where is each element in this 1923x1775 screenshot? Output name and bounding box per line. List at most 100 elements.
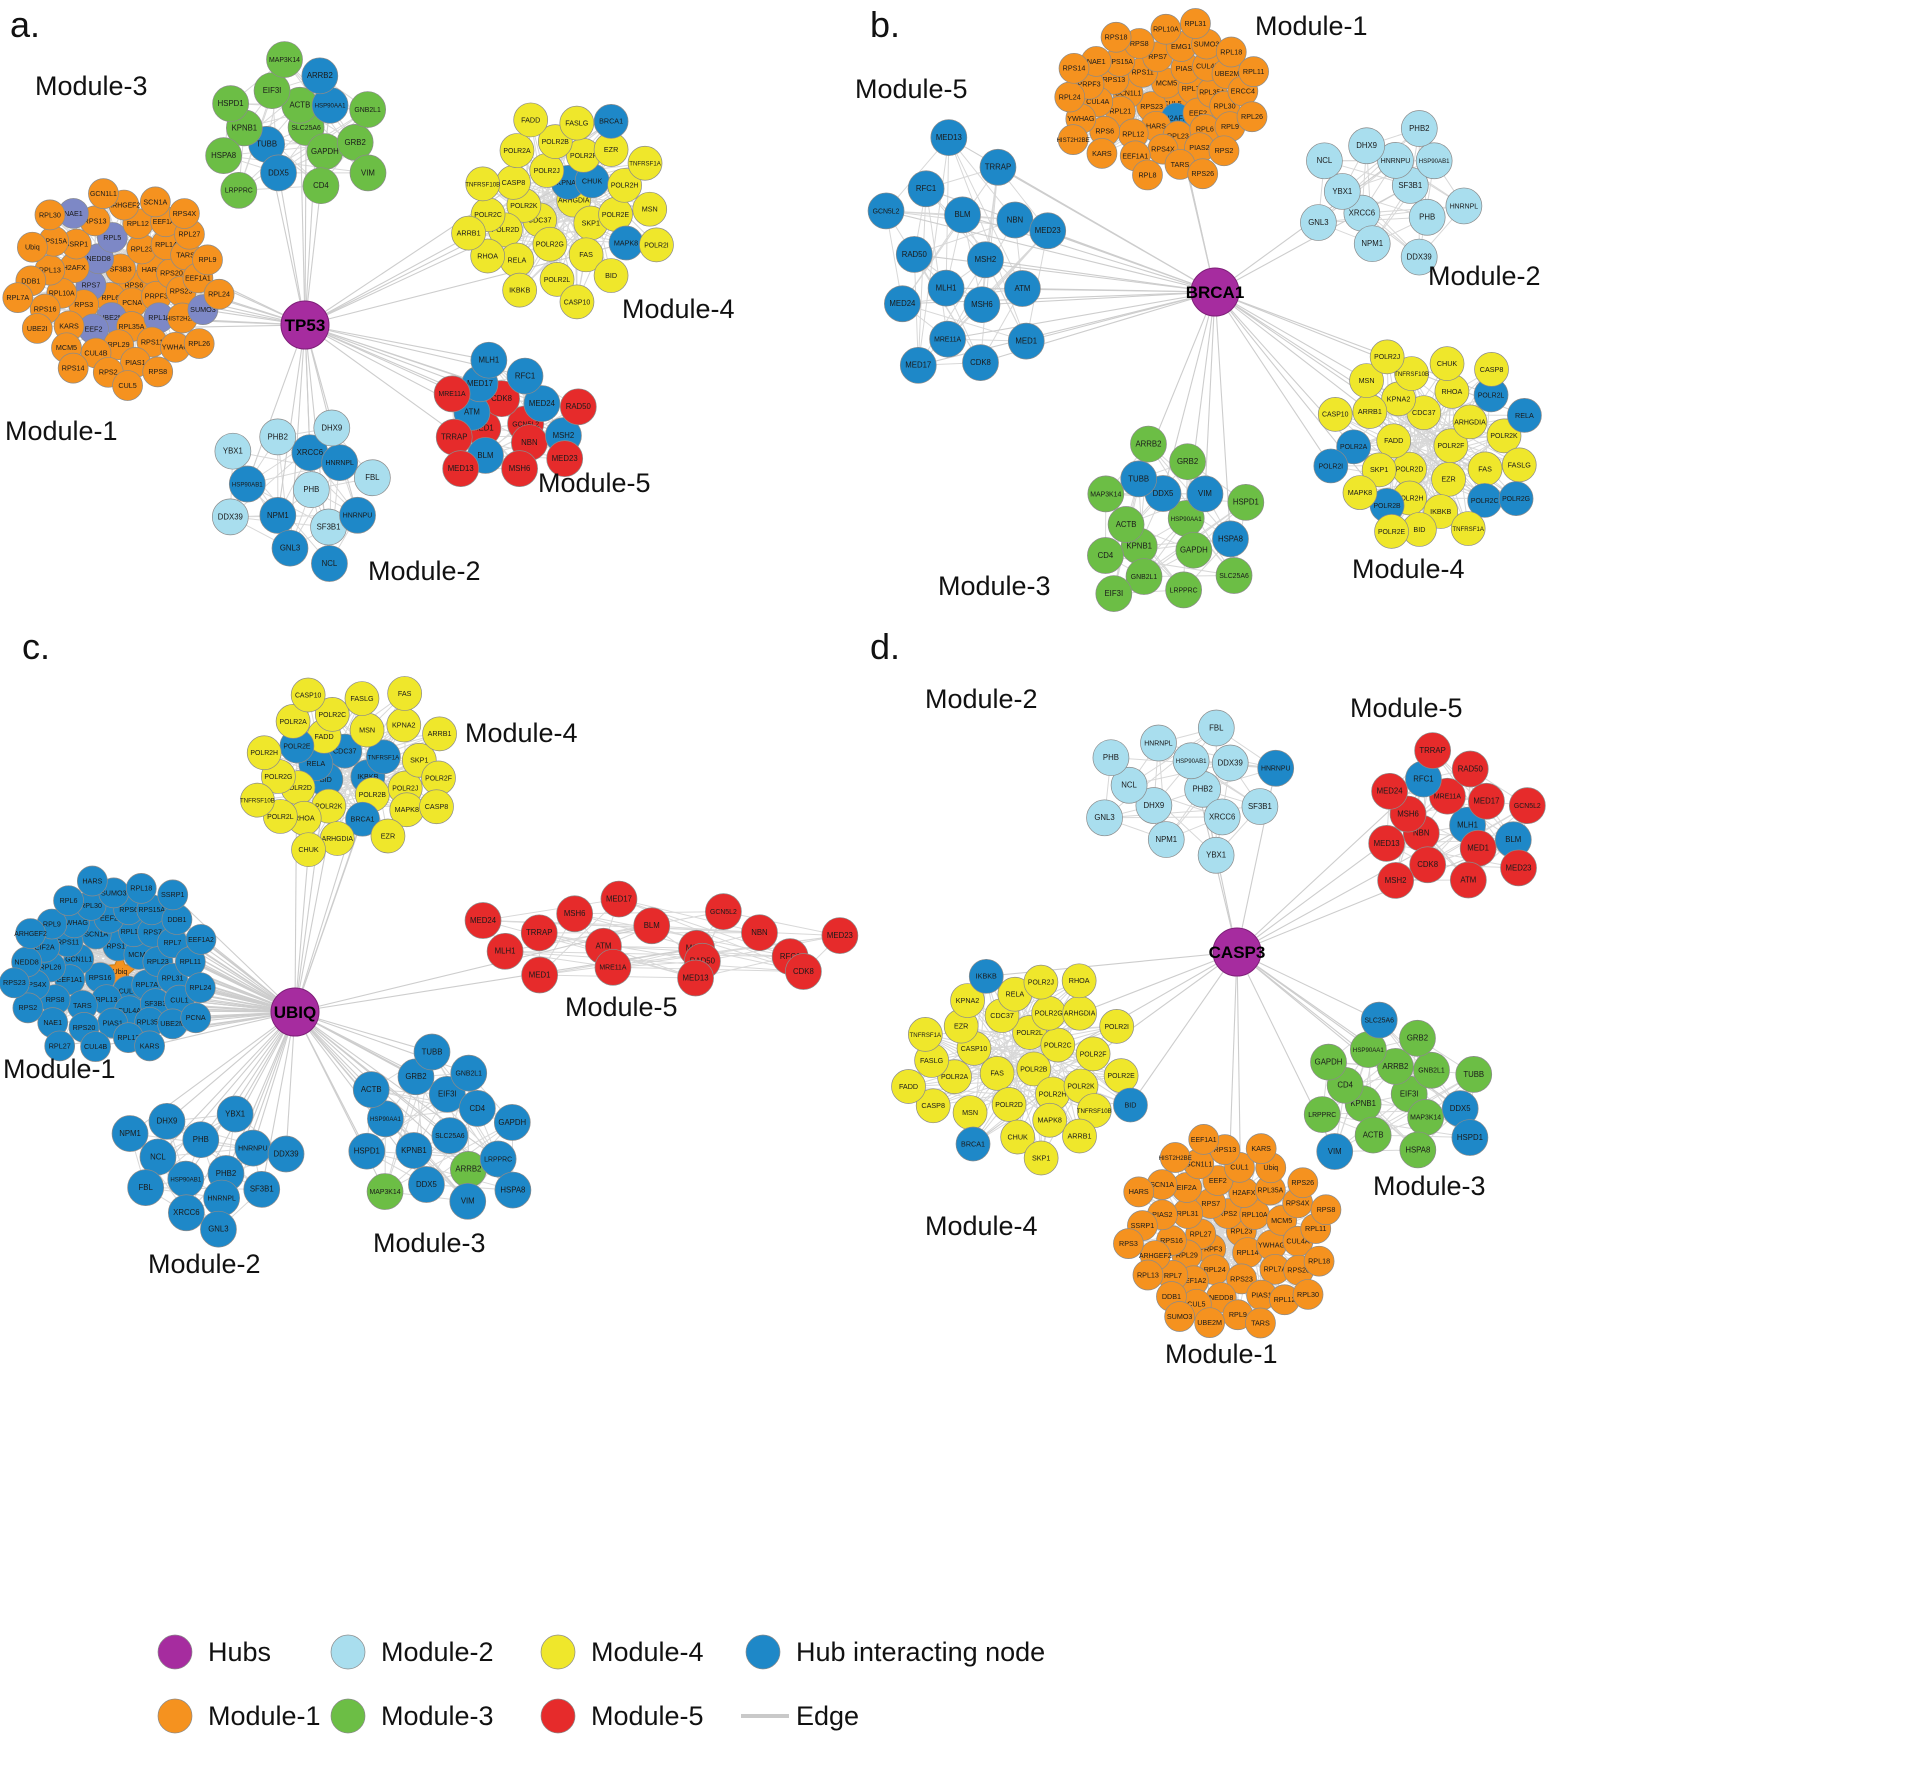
node-label: PIAS1 — [102, 1018, 122, 1027]
panel-d-module-1: RPL23PRPF3RPS2RPL14RPL27RPL10ARPL24RPS7Y… — [1113, 1124, 1342, 1339]
node-RAD50 — [559, 388, 597, 426]
node-label: SKP1 — [1370, 465, 1388, 474]
hub-label: CASP3 — [1209, 943, 1266, 962]
node-label: UBE2M — [1197, 1318, 1222, 1327]
node-label: ARRB2 — [307, 71, 333, 80]
node-HSPA8 — [494, 1171, 532, 1209]
node-label: GAPDH — [311, 147, 339, 156]
node-label: TARS — [1171, 160, 1190, 169]
edge — [948, 137, 1027, 342]
node-label: RPS13 — [106, 941, 129, 950]
nodes: PHB2DHX9HSP90AB1XRCC6NCLDDX39NPM1HNRNPLS… — [891, 709, 1546, 1339]
node-PHB — [1408, 198, 1446, 236]
node-label: DDX39 — [218, 512, 243, 521]
node-RPS8 — [1310, 1194, 1342, 1226]
node-label: H2AFX — [1232, 1188, 1255, 1197]
node-label: GAPDH — [498, 1118, 526, 1127]
node-label: RPL7 — [163, 938, 181, 947]
node-label: RPL9 — [1229, 1310, 1247, 1319]
node-RPL6 — [53, 885, 84, 917]
module-label-module-2: Module-2 — [925, 684, 1038, 714]
node-label: LRPPRC — [225, 188, 253, 195]
node-label: GNB2L1 — [1418, 1068, 1445, 1075]
node-label: GNB2L1 — [354, 107, 381, 114]
node-label: RPL13 — [39, 266, 61, 275]
edge — [1322, 1114, 1470, 1139]
edge — [166, 1120, 263, 1190]
node-label: CDK8 — [491, 394, 512, 403]
node-MSH6 — [501, 450, 538, 487]
node-label: RPL30 — [1214, 102, 1236, 111]
node-label: HARS — [1146, 122, 1166, 131]
node-GNL3 — [1300, 204, 1337, 241]
node-label: MAPK8 — [1348, 488, 1372, 497]
node-label: RELA — [507, 255, 526, 264]
node-label: RPS23 — [170, 287, 193, 296]
node-HSPA8 — [1212, 520, 1249, 558]
panel-letter-b: b. — [870, 4, 901, 45]
node-POLR2L — [539, 262, 575, 297]
node-MRE11A — [929, 320, 966, 358]
node-label: RPL12 — [1122, 129, 1144, 138]
node-label: HSP90AB1 — [1419, 158, 1450, 165]
node-DDX5 — [260, 154, 297, 192]
node-label: RPL10A — [1242, 1212, 1268, 1219]
node-label: ATM — [596, 942, 612, 951]
node-label: NCL — [150, 1152, 166, 1161]
node-label: POLR2E — [602, 212, 630, 219]
node-label: MAP3K14 — [370, 1189, 401, 1196]
node-label: PHB — [193, 1135, 209, 1144]
node-RPS23 — [0, 967, 30, 999]
node-label: POLR2E — [283, 743, 311, 750]
node-label: EEF1A1 — [1191, 1137, 1217, 1144]
node-label: RPS16 — [34, 304, 57, 313]
node-label: MSN — [1359, 376, 1375, 385]
node-POLR2J — [1369, 339, 1405, 375]
node-label: RPS6 — [1095, 127, 1114, 136]
node-label: TNFRSF1A — [368, 754, 400, 761]
node-label: MED23 — [1035, 226, 1061, 235]
node-label: RPL30 — [1297, 1290, 1319, 1299]
node-ACTB — [1354, 1116, 1392, 1154]
node-label: ARRB2 — [1135, 439, 1161, 448]
node-label: LRPPRC — [484, 1156, 512, 1163]
node-NPM1 — [1353, 225, 1391, 263]
node-label: RPS7 — [82, 281, 101, 290]
node-label: RPL35A — [1199, 90, 1225, 97]
node-label: MED1 — [529, 970, 551, 979]
node-label: FAS — [990, 1069, 1004, 1078]
node-label: IKBKB — [509, 286, 530, 295]
node-label: EZR — [954, 1022, 968, 1031]
node-label: FAS — [1478, 464, 1492, 473]
node-label: YBX1 — [1206, 851, 1226, 860]
node-label: POLR2L — [544, 277, 571, 284]
module-label-module-1: Module-1 — [1165, 1339, 1278, 1369]
hub-edge — [304, 324, 481, 385]
node-RPL24 — [185, 972, 216, 1004]
node-label: SSRP1 — [65, 239, 89, 248]
node-label: RPS13 — [84, 216, 107, 225]
node-label: H2AFX — [63, 263, 86, 272]
node-YBX1 — [216, 1095, 254, 1133]
node-LRPPRC — [1303, 1096, 1341, 1133]
node-label: BRCA1 — [961, 1139, 985, 1148]
node-label: KPNA2 — [956, 996, 980, 1005]
hub-node — [1212, 927, 1262, 977]
node-VIM — [449, 1182, 487, 1220]
node-label: H2AFX — [1164, 113, 1187, 122]
panel-d-module-3: EIF3IKPNB1ARRB2MAP3K14CD4GNB2L1ACTBHSP90… — [1303, 1001, 1493, 1170]
node-CUL5 — [112, 370, 143, 401]
node-RPL18 — [1303, 1245, 1335, 1277]
node-label: RPS8 — [46, 995, 65, 1004]
node-label: EIF3I — [1104, 589, 1123, 598]
node-label: RPL7A — [1182, 84, 1205, 93]
node-label: POLR2H — [1396, 495, 1424, 502]
node-label: CUL1 — [1230, 1163, 1248, 1172]
node-RPL8 — [1132, 159, 1163, 191]
node-label: POLR2B — [359, 792, 387, 799]
node-DDX39 — [1400, 238, 1438, 276]
node-label: EEF2 — [100, 914, 118, 923]
node-label: RPS4X — [1151, 145, 1175, 154]
node-label: RPL26 — [39, 962, 61, 971]
